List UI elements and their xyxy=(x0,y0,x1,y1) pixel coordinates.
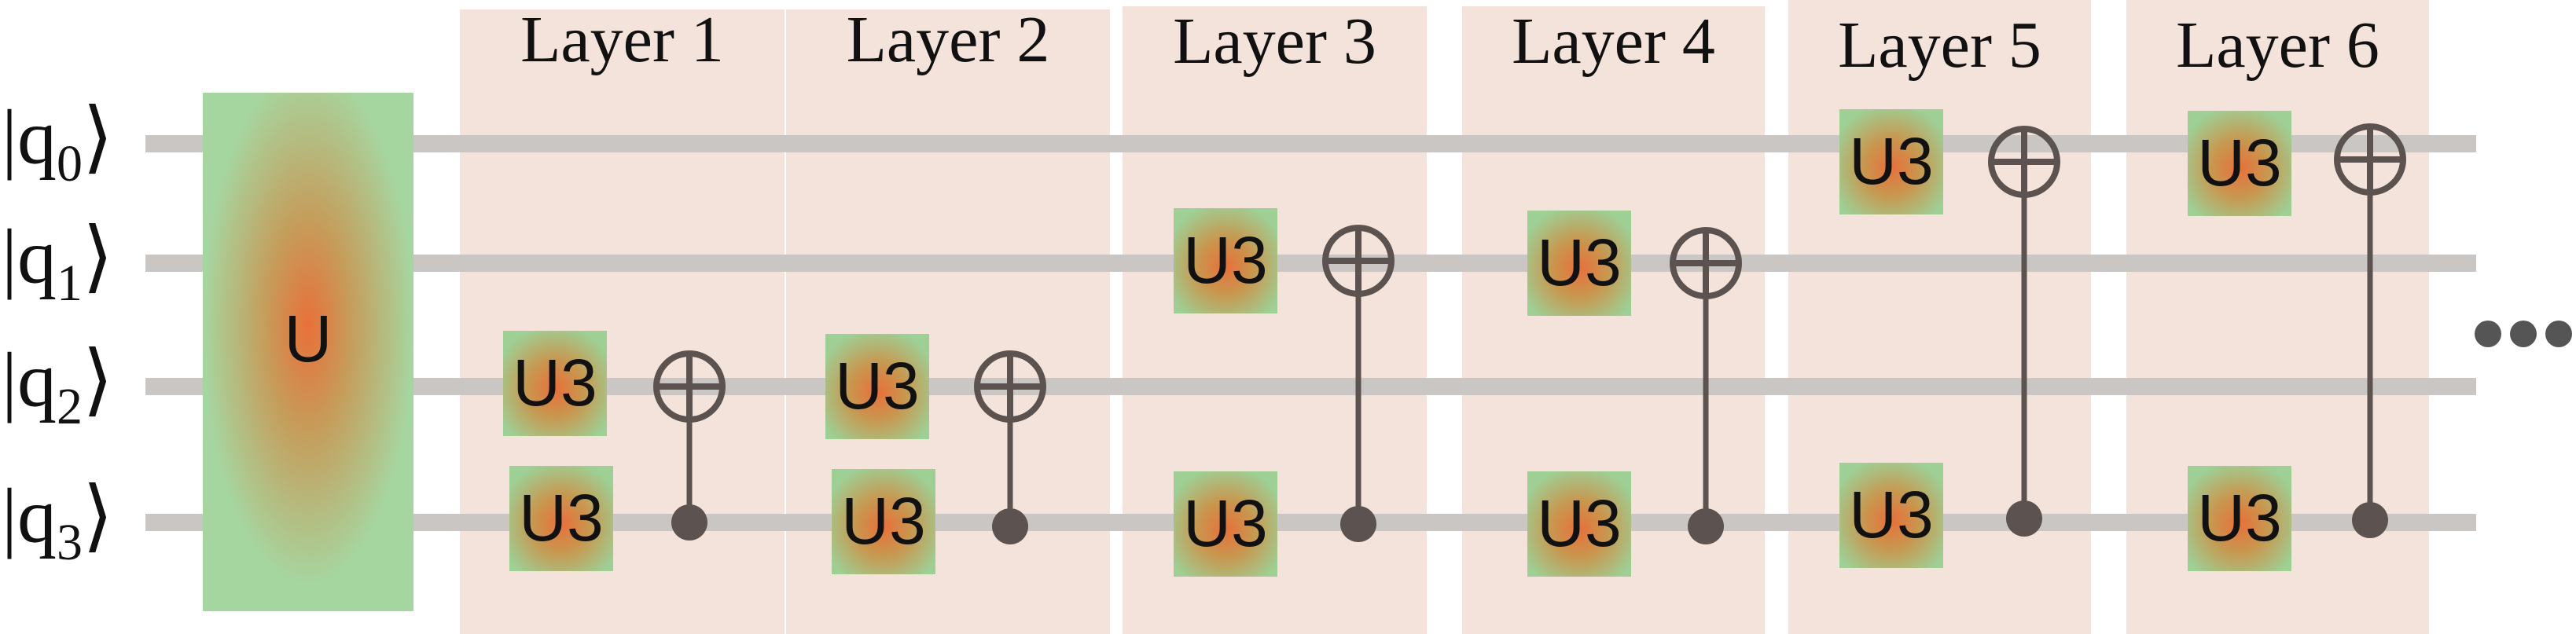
cnot-control xyxy=(1340,506,1376,542)
u3-gate xyxy=(509,466,613,571)
u3-label: U3 xyxy=(1849,124,1933,198)
qubit-label: |q2⟩ xyxy=(2,336,113,435)
layer-title: Layer 6 xyxy=(2176,9,2379,82)
layer-title: Layer 2 xyxy=(847,3,1050,76)
continuation-dot xyxy=(2545,321,2572,347)
u3-gate xyxy=(1527,471,1631,577)
u3-label: U3 xyxy=(519,481,603,555)
u3-label: U3 xyxy=(513,346,597,420)
u3-label: U3 xyxy=(1849,478,1933,552)
layer-title: Layer 4 xyxy=(1512,5,1715,78)
layer-title: Layer 3 xyxy=(1173,5,1376,78)
u3-gate xyxy=(1839,109,1943,214)
qubit-label: |q1⟩ xyxy=(2,213,113,312)
u3-gate xyxy=(1527,211,1631,316)
u3-gate xyxy=(2188,466,2291,571)
continuation-dot xyxy=(2475,321,2501,347)
continuation-dot xyxy=(2510,321,2537,347)
cnot-control xyxy=(2006,500,2042,537)
u3-label: U3 xyxy=(2197,481,2281,555)
u3-gate xyxy=(503,331,607,436)
u3-label: U3 xyxy=(841,484,925,558)
u3-gate xyxy=(1174,208,1277,313)
u3-label: U3 xyxy=(1183,223,1267,297)
u3-label: U3 xyxy=(2197,126,2281,200)
u3-label: U3 xyxy=(1537,486,1621,560)
cnot-control xyxy=(2352,502,2388,538)
qubit-label: |q3⟩ xyxy=(2,472,113,571)
layer-box xyxy=(460,9,785,634)
u3-label: U3 xyxy=(835,349,919,423)
u3-gate xyxy=(1174,471,1277,577)
u3-gate xyxy=(2188,111,2291,216)
cnot-control xyxy=(1688,508,1724,544)
initial-u-gate xyxy=(203,93,413,611)
qubit-label: |q0⟩ xyxy=(2,93,113,192)
cnot-control xyxy=(992,508,1028,544)
u3-gate xyxy=(825,334,929,439)
initial-u-label: U xyxy=(285,302,333,376)
cnot-control xyxy=(671,504,707,541)
layer-title: Layer 1 xyxy=(520,3,724,76)
u3-gate xyxy=(832,469,935,574)
u3-label: U3 xyxy=(1183,486,1267,560)
u3-gate xyxy=(1839,463,1943,568)
u3-label: U3 xyxy=(1537,225,1621,299)
layer-title: Layer 5 xyxy=(1838,9,2041,82)
